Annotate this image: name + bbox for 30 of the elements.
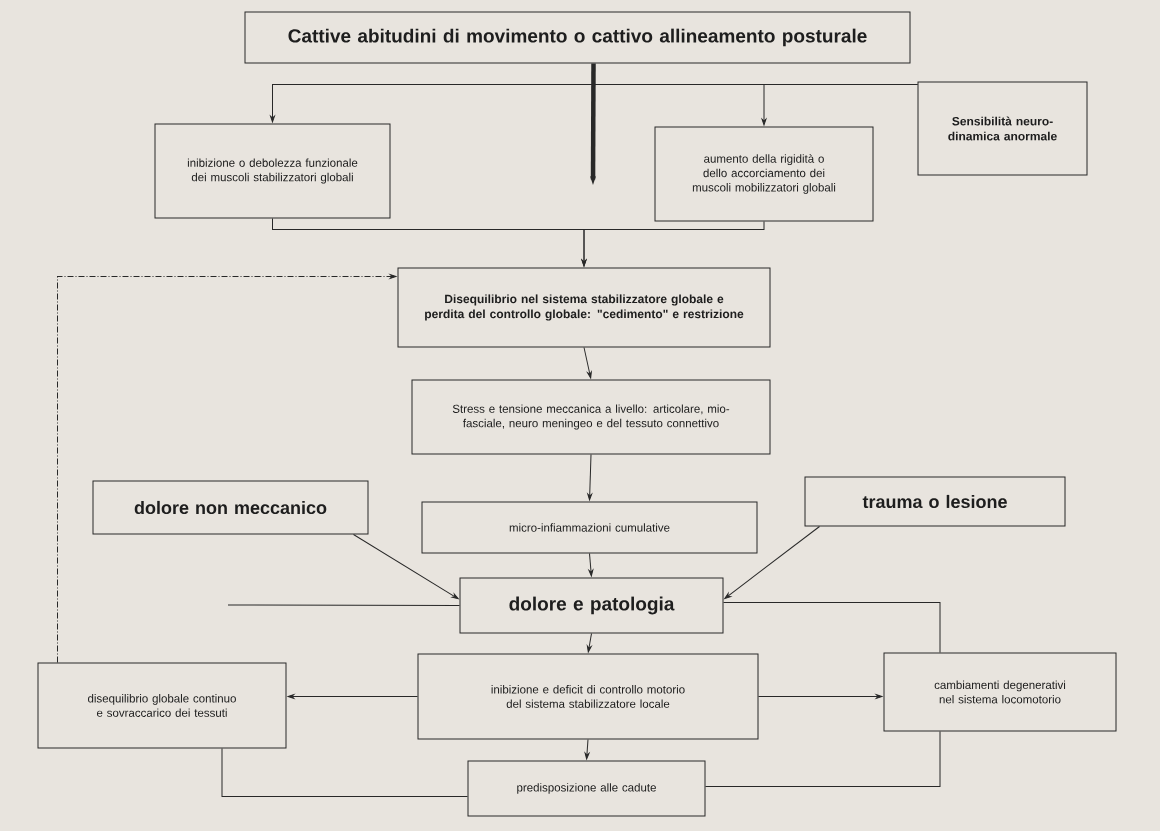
text-box: Disequilibrio nel sistema stabilizzatore globale e perdita del controllo globale: "cedimento" e restrizione (397, 267, 771, 348)
text-box: predisposizione alle cadute (467, 760, 706, 817)
arrow (584, 739, 590, 760)
text-box: inibizione e deficit di controllo motorio del sistema stabilizzatore locale (417, 653, 759, 740)
text-box: Stress e tensione meccanica a livello: articolare, mio-fasciale, neuro meningeo e del tessuto connettivo (411, 379, 771, 455)
text-box: micro-infiammazioni cumulative (421, 501, 758, 554)
text-box: disequilibrio globale continuo e sovraccarico dei tessuti (37, 662, 287, 749)
arrow (586, 633, 592, 653)
text-box: inibizione o debolezza funzionale dei muscoli stabilizzatori globali (154, 123, 391, 219)
connector-line (221, 748, 468, 797)
text-box: aumento della rigidità o dello accorciamento dei muscoli mobilizzatori globali (654, 126, 874, 222)
connector-line (723, 602, 941, 653)
connector-line (227, 604, 460, 606)
arrow (583, 347, 592, 379)
arrow (353, 534, 459, 600)
arrow (588, 553, 594, 577)
text-box: cambiamenti degenerativi nel sistema locomotorio (883, 652, 1117, 732)
arrow (287, 694, 418, 699)
text-box: Sensibilità neuro-dinamica anormale (917, 81, 1088, 176)
arrow (758, 694, 883, 699)
connector-line (705, 731, 941, 787)
text-box: dolore non meccanico (92, 480, 369, 535)
arrow (581, 221, 765, 267)
text-box: Cattive abitudini di movimento o cattivo allineamento posturale (244, 11, 911, 64)
arrow (57, 274, 397, 663)
text-box: dolore e patologia (459, 577, 724, 634)
text-box: trauma o lesione (804, 476, 1066, 527)
arrow (724, 526, 820, 600)
arrow (761, 84, 918, 126)
arrow (587, 454, 593, 501)
